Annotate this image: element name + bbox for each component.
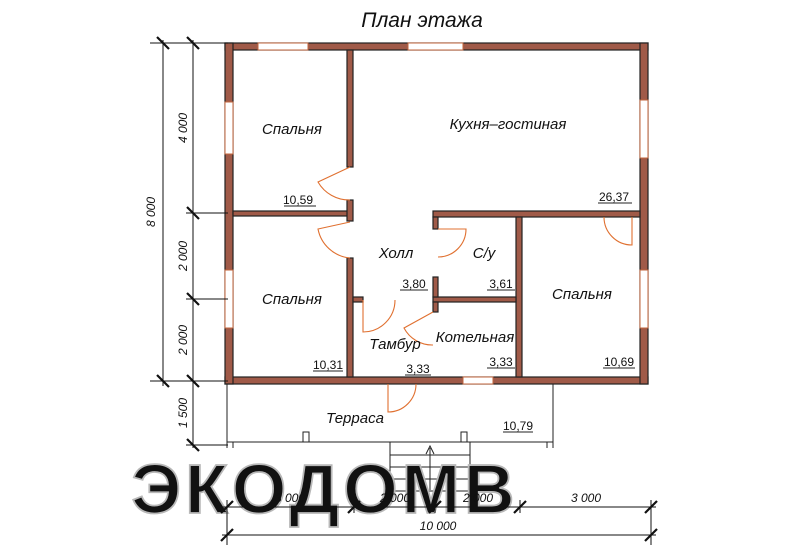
room-name-boiler-room: Котельная bbox=[436, 329, 514, 346]
windows bbox=[224, 42, 649, 385]
room-labels: Спальня Кухня–гостиная Холл С/у Спальня … bbox=[262, 116, 612, 427]
room-name-terrace: Терраса bbox=[326, 410, 384, 427]
dim-total-width: 10 000 bbox=[420, 519, 457, 533]
doors bbox=[317, 166, 633, 413]
room-name-kitchen-living: Кухня–гостиная bbox=[450, 116, 567, 133]
area-bedroom-top-left: 10,59 bbox=[283, 193, 313, 207]
stairs bbox=[389, 442, 471, 492]
dim-height-3: 2 000 bbox=[176, 325, 190, 356]
area-bedroom-right: 10,69 bbox=[604, 355, 634, 369]
watermark-logo: ЭКОДОМВ bbox=[131, 450, 518, 528]
dim-width-4: 3 000 bbox=[571, 491, 601, 505]
dim-width-2: 2 000 bbox=[379, 491, 410, 505]
area-bedroom-bottom-left: 10,31 bbox=[313, 358, 343, 372]
area-hall: 3,80 bbox=[402, 277, 426, 291]
area-bathroom: 3,61 bbox=[489, 277, 513, 291]
area-kitchen-living: 26,37 bbox=[599, 190, 629, 204]
room-name-hall: Холл bbox=[378, 245, 414, 262]
dim-total-height: 8 000 bbox=[144, 197, 158, 227]
room-name-bedroom-right: Спальня bbox=[552, 286, 612, 303]
dimension-lines-left bbox=[150, 36, 228, 452]
dimension-lines-bottom bbox=[220, 500, 658, 545]
dim-height-4: 1 500 bbox=[176, 398, 190, 428]
area-boiler-room: 3,33 bbox=[489, 355, 513, 369]
dim-height-2: 2 000 bbox=[176, 241, 190, 272]
room-areas: 10,59 26,37 3,80 3,61 10,31 10,69 3,33 3… bbox=[283, 190, 635, 433]
room-name-bedroom-top-left: Спальня bbox=[262, 121, 322, 138]
room-name-bedroom-bottom-left: Спальня bbox=[262, 291, 322, 308]
terrace bbox=[226, 383, 554, 448]
area-vestibule: 3,33 bbox=[406, 362, 430, 376]
room-name-bathroom: С/у bbox=[473, 245, 497, 262]
room-name-vestibule: Тамбур bbox=[369, 336, 420, 353]
dim-width-3: 2 000 bbox=[462, 491, 493, 505]
plan-title: План этажа bbox=[361, 9, 483, 32]
dim-width-1: 3 000 bbox=[275, 491, 305, 505]
dim-height-1: 4 000 bbox=[176, 113, 190, 143]
area-terrace: 10,79 bbox=[503, 419, 533, 433]
